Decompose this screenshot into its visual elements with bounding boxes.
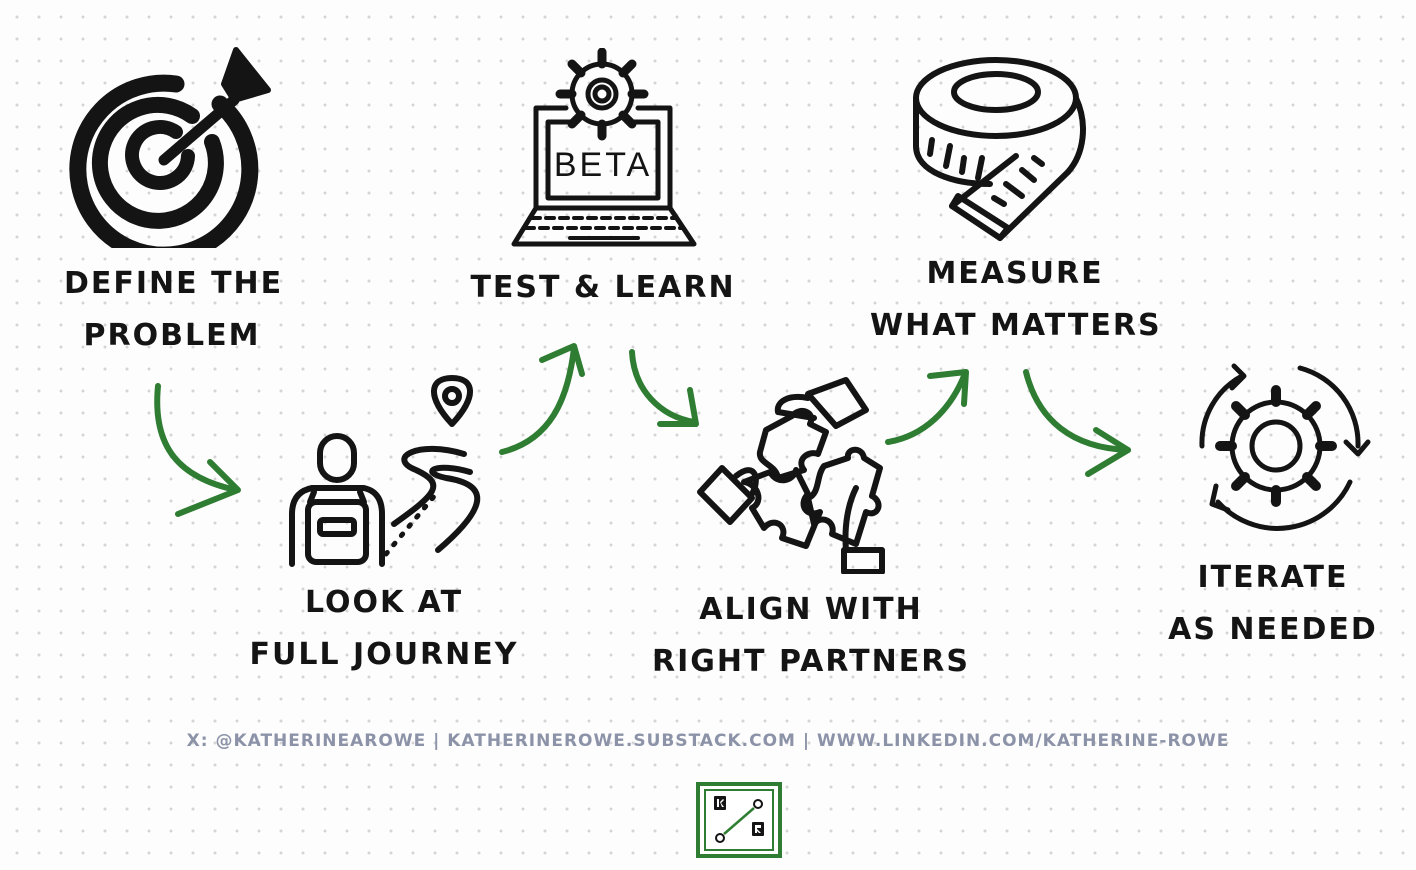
step-label-measure: MEASURE WHAT MATTERS xyxy=(870,248,1160,352)
flow-arrow-4 xyxy=(885,369,969,445)
step-label-line: PROBLEM xyxy=(83,318,261,353)
step-label-line: ALIGN WITH xyxy=(699,592,923,627)
person-path-icon xyxy=(289,375,481,567)
step-label-line: DEFINE THE xyxy=(64,266,284,301)
cycle-gear-icon xyxy=(1199,363,1371,531)
flow-arrow-3 xyxy=(629,349,699,427)
step-label-line: FULL JOURNEY xyxy=(249,637,519,672)
step-label-line: WHAT MATTERS xyxy=(870,308,1162,343)
step-label-line: AS NEEDED xyxy=(1168,612,1378,647)
flow-arrow-2 xyxy=(499,343,585,455)
step-label-line: RIGHT PARTNERS xyxy=(652,644,970,679)
step-label-test-learn: TEST & LEARN xyxy=(470,262,736,314)
hands-puzzle-icon xyxy=(697,377,885,574)
footer-credits: X: @KATHERINEAROWE | KATHERINEROWE.SUBST… xyxy=(186,731,1230,751)
flow-arrow-1 xyxy=(154,383,241,517)
step-label-line: MEASURE xyxy=(926,256,1104,291)
kr-logo-icon xyxy=(696,782,782,858)
flow-arrow-5 xyxy=(1023,369,1131,477)
target-arrow-icon xyxy=(69,47,271,248)
step-label-full-journey: LOOK AT FULL JOURNEY xyxy=(246,577,522,681)
step-label-line: ITERATE xyxy=(1197,560,1349,595)
step-label-line: LOOK AT xyxy=(304,585,464,620)
measuring-tape-icon xyxy=(913,57,1086,241)
step-label-iterate: ITERATE AS NEEDED xyxy=(1168,552,1378,656)
laptop-beta-gear-icon: BETA xyxy=(511,48,697,247)
step-label-line: TEST & LEARN xyxy=(470,270,736,305)
beta-text: BETA xyxy=(554,146,652,184)
step-label-align-partners: ALIGN WITH RIGHT PARTNERS xyxy=(650,584,972,688)
step-label-define-problem: DEFINE THE PROBLEM xyxy=(64,258,284,362)
